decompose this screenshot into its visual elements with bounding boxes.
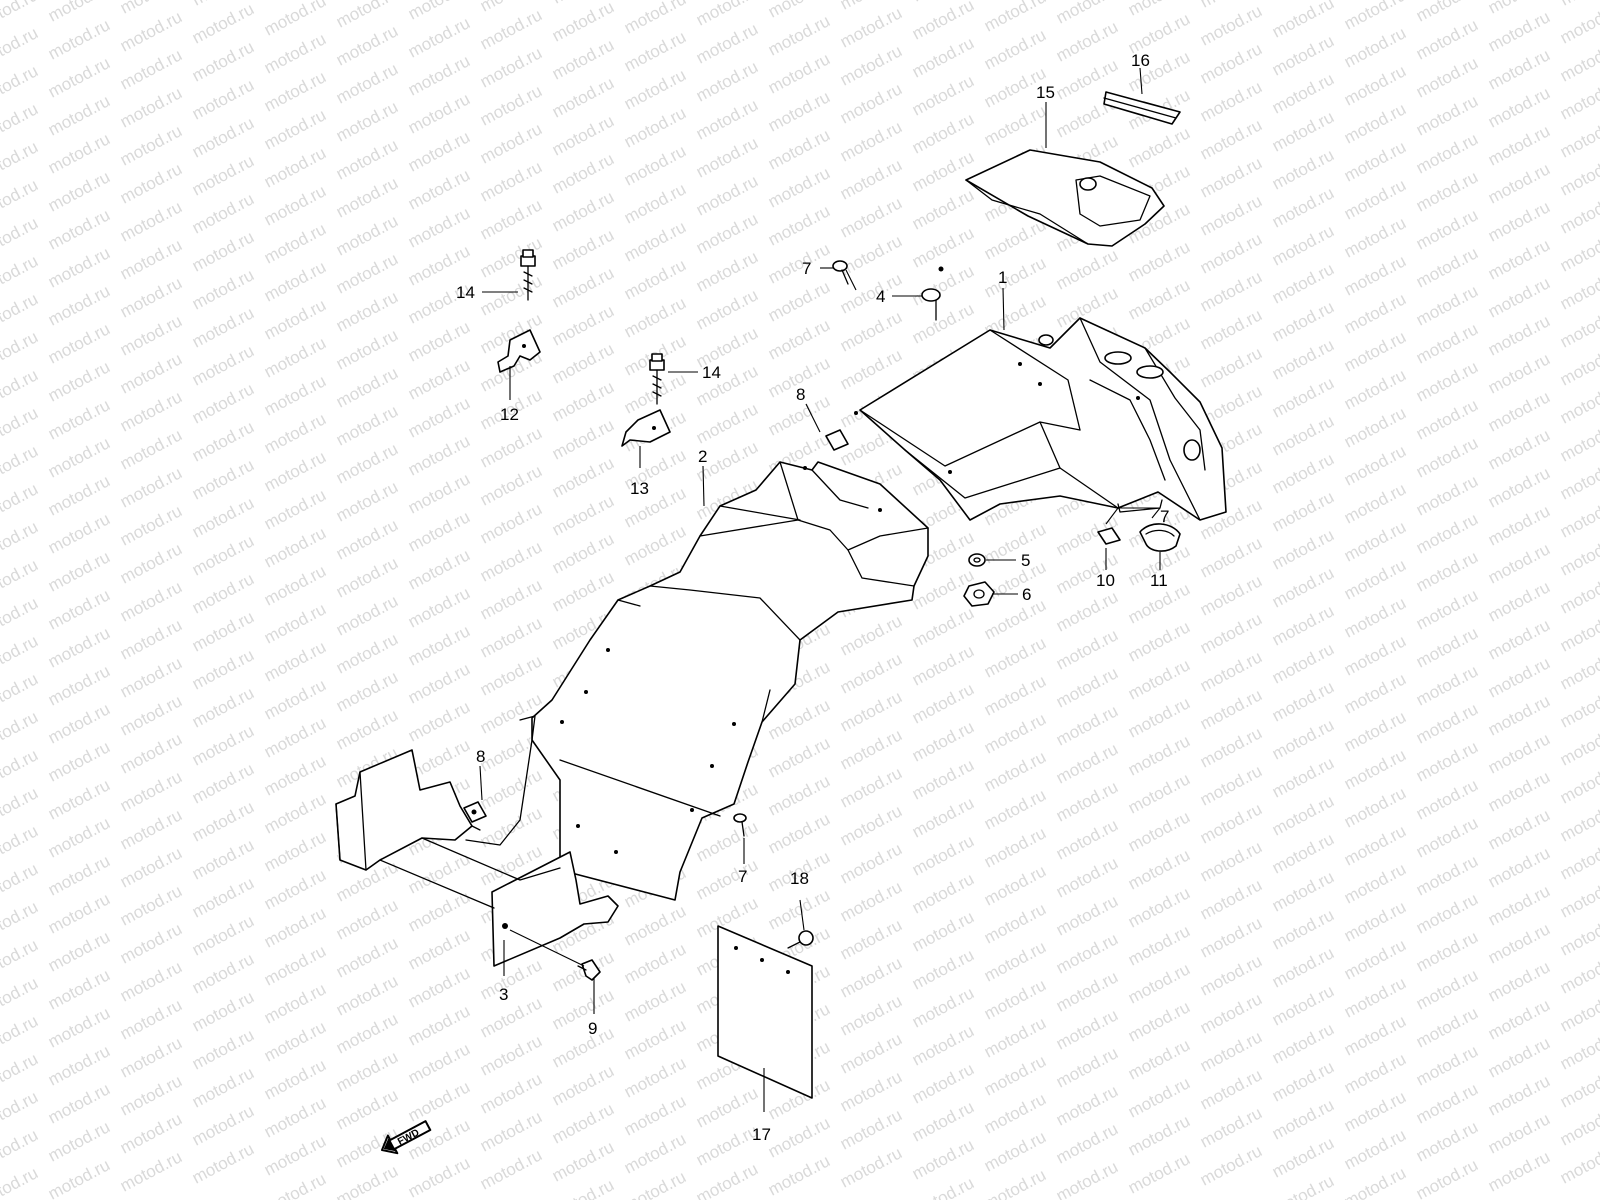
callout-labels: 1 2 3 4 5 6 7 7 7 8 8 9 10 11 12 13 14 1… [456, 51, 1169, 1144]
part-inner-fender [531, 461, 929, 901]
part-strap [1103, 91, 1181, 125]
grommet-11 [1139, 523, 1181, 552]
watermark-text: motod.ru [0, 1087, 41, 1135]
watermark-text: motod.ru [0, 707, 41, 755]
watermark-text: motod.ru [0, 365, 41, 413]
callout-17: 17 [752, 1125, 771, 1144]
watermark-text: motod.ru [0, 935, 41, 983]
callout-7-lower: 7 [738, 867, 747, 886]
watermark-text: motod.ru [0, 479, 41, 527]
pad-10 [1097, 527, 1121, 545]
part-seat-pad [965, 149, 1165, 247]
watermark-text: motod.ru [0, 745, 41, 793]
watermark-text: motod.ru [1557, 0, 1600, 10]
callout-15: 15 [1036, 83, 1055, 102]
watermark-text: motod.ru [0, 555, 41, 603]
watermark-text: motod.ru [0, 1049, 41, 1097]
watermark-text: motod.ru [0, 821, 41, 869]
callout-8-upper: 8 [796, 385, 805, 404]
part-flap-bracket [335, 715, 619, 967]
watermark-text: motod.ru [0, 403, 41, 451]
watermark-text: motod.ru [0, 631, 41, 679]
callout-5: 5 [1021, 551, 1030, 570]
callout-11: 11 [1150, 571, 1168, 590]
watermark-text: motod.ru [0, 1011, 41, 1059]
watermark-text: motod.ru [0, 1163, 41, 1200]
watermark-text: motod.ru [0, 593, 41, 641]
part-rear-fender [854, 266, 1227, 521]
callout-10: 10 [1096, 571, 1115, 590]
watermark-text: motod.ru [0, 213, 41, 261]
bolt-4 [921, 288, 941, 321]
callout-3: 3 [499, 985, 508, 1004]
part-license-plate [717, 925, 813, 1099]
watermark-text: motod.ru [1557, 0, 1600, 48]
callout-2: 2 [698, 447, 707, 466]
watermark-text: motod.ru [0, 783, 41, 831]
callout-1: 1 [998, 268, 1007, 287]
watermark-text: motod.ru [0, 973, 41, 1021]
watermark-text: motod.ru [0, 859, 41, 907]
watermark-text: motod.ru [0, 669, 41, 717]
watermark-text: motod.ru [0, 23, 41, 71]
watermark-text: motod.ru [0, 175, 41, 223]
callout-12: 12 [500, 405, 519, 424]
watermark-text: motod.ru [0, 99, 41, 147]
watermark-text: motod.ru [0, 1125, 41, 1173]
watermark-text: motod.ru [0, 517, 41, 565]
callout-6: 6 [1022, 585, 1031, 604]
watermark-text: motod.ru [0, 289, 41, 337]
leader-lines [479, 67, 1161, 1112]
callout-7-right: 7 [1160, 507, 1169, 526]
clip-8b [463, 801, 487, 823]
callout-7-upper: 7 [802, 259, 811, 278]
callout-13: 13 [630, 479, 649, 498]
nut-6 [963, 581, 995, 607]
screw-9 [577, 959, 601, 981]
callout-9: 9 [588, 1019, 597, 1038]
callout-18: 18 [790, 869, 809, 888]
watermark-text: motod.ru [0, 441, 41, 489]
callout-14-upper: 14 [456, 283, 475, 302]
screw-7a [832, 260, 849, 285]
washer-5 [968, 553, 986, 567]
nut-plate-8a [825, 429, 849, 451]
bolt-14a [520, 249, 536, 301]
bracket-13 [621, 409, 671, 447]
watermark-text: motod.ru [0, 251, 41, 299]
callout-4: 4 [876, 287, 885, 306]
watermark-text: motod.ru [0, 137, 41, 185]
bolt-14b [649, 353, 665, 405]
callout-14-middle: 14 [702, 363, 721, 382]
watermark-text: motod.ru [0, 61, 41, 109]
watermark-text: motod.ru [0, 327, 41, 375]
arrow-left-down-icon [381, 1120, 432, 1155]
screw-18 [787, 930, 814, 949]
callout-8-lower: 8 [476, 747, 485, 766]
callout-16: 16 [1131, 51, 1150, 70]
bracket-12 [497, 329, 541, 373]
screw-7b [733, 813, 747, 837]
watermark-text: motod.ru [0, 897, 41, 945]
